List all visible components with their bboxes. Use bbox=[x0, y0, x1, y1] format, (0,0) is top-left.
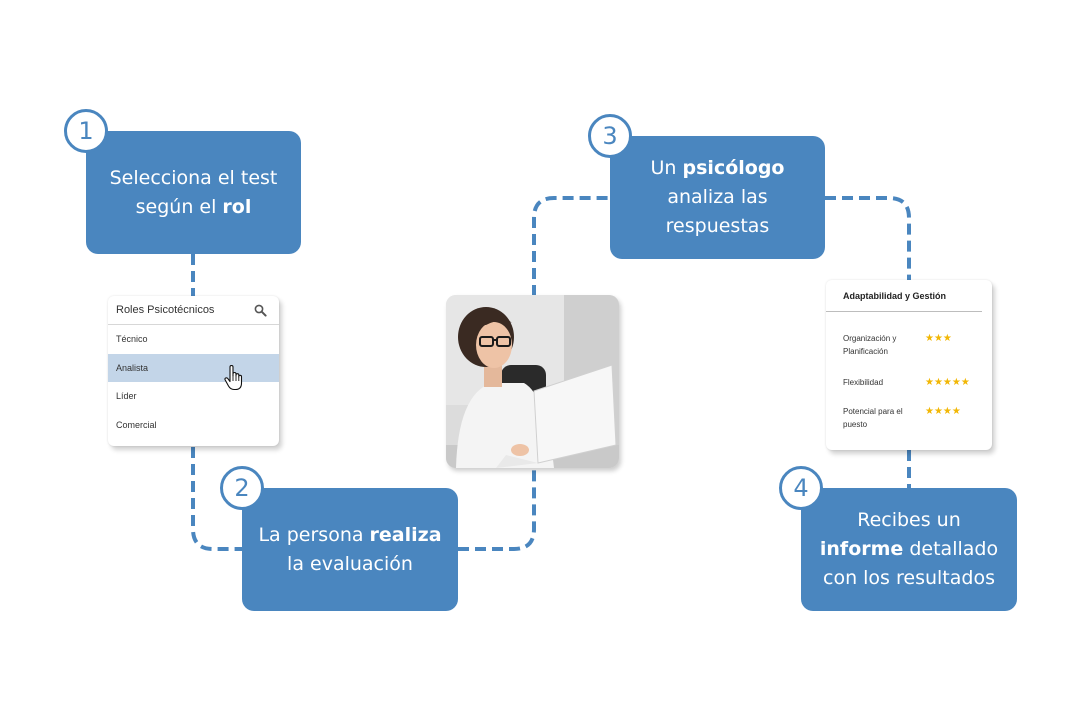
step-2-text: La persona realiza la evaluación bbox=[258, 523, 442, 575]
report-row: Potencial para el puesto ★★★★ bbox=[826, 405, 993, 431]
connector-photo-to-3 bbox=[532, 196, 610, 296]
report-row-label: Potencial para el puesto bbox=[843, 407, 903, 429]
step-3-text: Un psicólogo analiza las respuestas bbox=[650, 157, 785, 237]
report-title: Adaptabilidad y Gestión bbox=[826, 280, 982, 312]
step-3-number: 3 bbox=[588, 114, 632, 158]
selector-option-comercial[interactable]: Comercial bbox=[116, 419, 157, 430]
selector-option-tecnico[interactable]: Técnico bbox=[116, 334, 148, 345]
star-icon: ★★★★ bbox=[925, 406, 961, 417]
star-icon: ★★★ bbox=[925, 333, 952, 344]
step-1-number: 1 bbox=[64, 109, 108, 153]
selector-option-analista[interactable]: Analista bbox=[108, 353, 279, 390]
step-2-number: 2 bbox=[220, 466, 264, 510]
report-card: Adaptabilidad y Gestión Organización y P… bbox=[826, 280, 992, 450]
report-row-label: Flexibilidad bbox=[843, 378, 884, 387]
selector-option-label: Analista bbox=[116, 362, 149, 373]
selector-title: Roles Psicotécnicos bbox=[116, 304, 215, 316]
report-row: Flexibilidad ★★★★★ bbox=[826, 376, 993, 389]
step-4-box: Recibes un informe detallado con los res… bbox=[801, 488, 1017, 611]
hand-cursor-icon bbox=[224, 364, 243, 390]
role-selector-card: Roles Psicotécnicos Técnico Analista Líd… bbox=[108, 296, 279, 446]
person-at-laptop-image bbox=[446, 295, 619, 468]
step-1-box: Selecciona el test según el rol bbox=[86, 131, 301, 254]
search-icon[interactable] bbox=[254, 304, 267, 317]
step-3-box: Un psicólogo analiza las respuestas bbox=[610, 136, 825, 259]
selector-option-lider[interactable]: Líder bbox=[116, 391, 137, 402]
selector-header[interactable]: Roles Psicotécnicos bbox=[108, 296, 279, 325]
star-icon: ★★★★★ bbox=[925, 377, 970, 388]
step-2-box: La persona realiza la evaluación bbox=[242, 488, 458, 611]
connector-3-to-report bbox=[825, 196, 911, 280]
connector-2-to-photo bbox=[458, 296, 536, 551]
step-4-text: Recibes un informe detallado con los res… bbox=[819, 509, 999, 589]
step-1-text: Selecciona el test según el rol bbox=[109, 166, 278, 218]
step-4-number: 4 bbox=[779, 466, 823, 510]
report-row: Organización y Planificación ★★★ bbox=[826, 332, 993, 358]
report-row-label: Organización y Planificación bbox=[843, 334, 897, 356]
